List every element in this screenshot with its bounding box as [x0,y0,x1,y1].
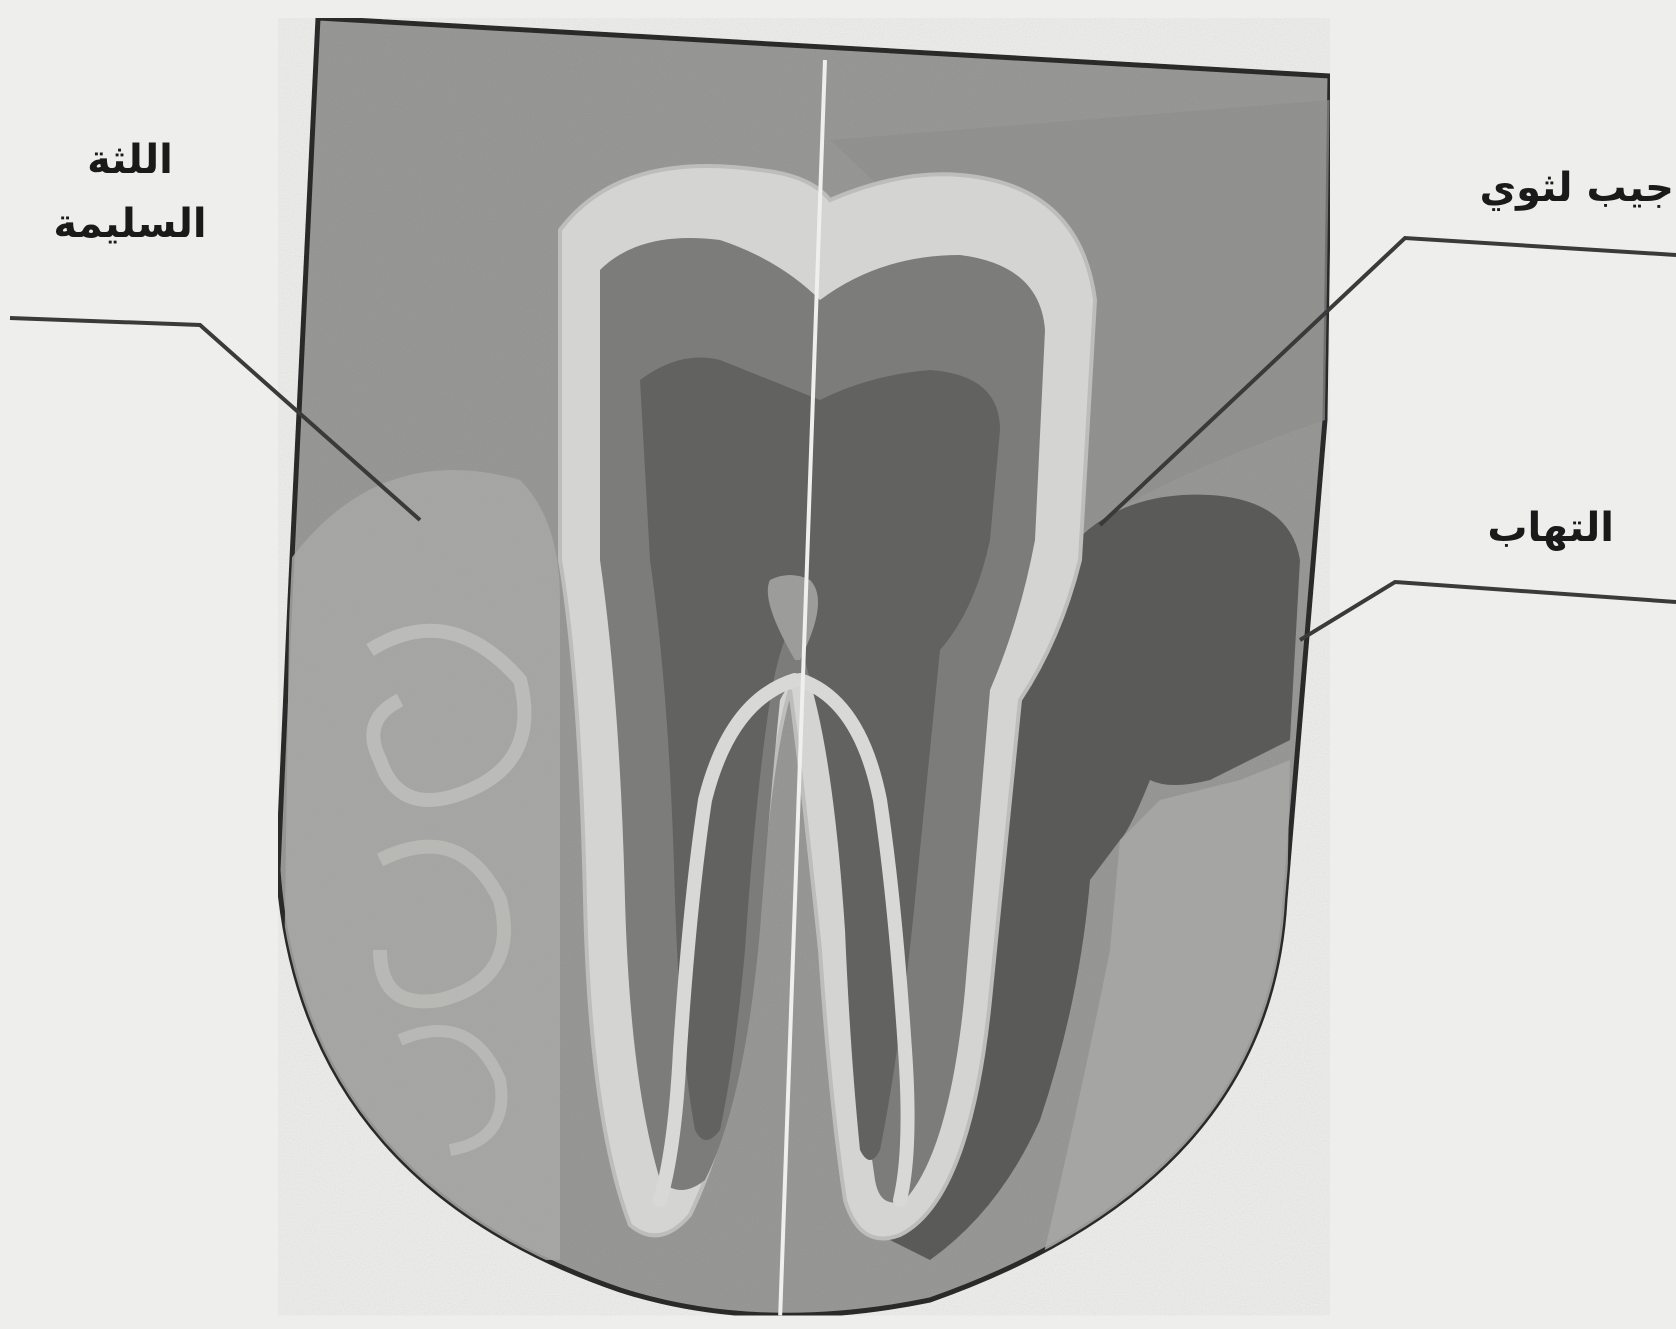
label-healthy-gum-line1: اللثة [20,128,240,192]
healthy-gum-region [280,470,560,1260]
leader-line-inflammation [1300,582,1676,640]
label-healthy-gum-line2: السليمة [20,192,240,256]
label-inflammation: التهاب [1487,505,1614,551]
label-gum-pocket: جيب لثوي [1479,165,1674,211]
label-healthy-gum: اللثة السليمة [20,128,240,256]
